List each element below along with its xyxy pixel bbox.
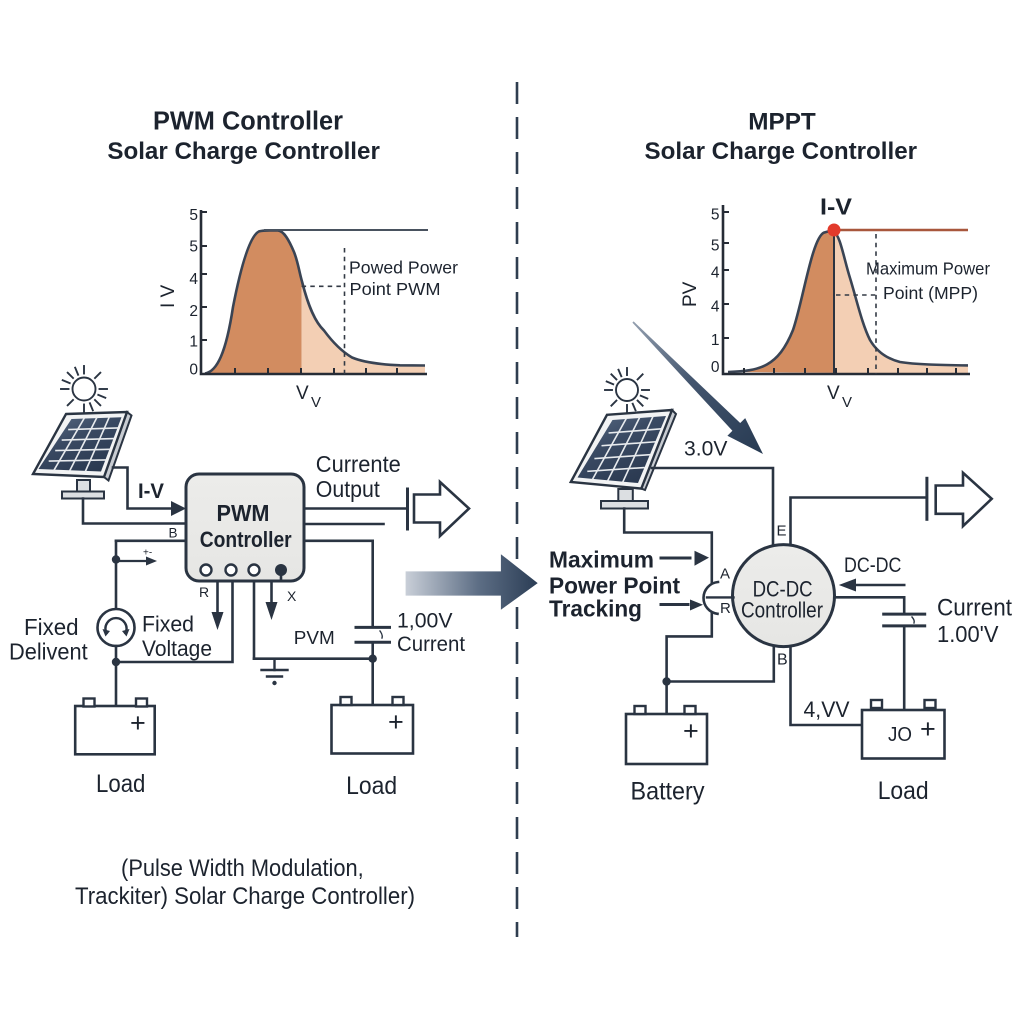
svg-text:Maximum Power: Maximum Power (866, 259, 990, 279)
svg-text:+: + (920, 714, 936, 744)
svg-text:V: V (842, 394, 852, 411)
svg-text:+: + (388, 707, 404, 737)
svg-text:Fixed: Fixed (24, 614, 79, 640)
svg-text:Current: Current (937, 595, 1012, 622)
svg-text:5: 5 (189, 207, 198, 224)
svg-text:Current: Current (397, 633, 465, 656)
svg-text:I-V: I-V (820, 194, 853, 220)
svg-text:Output: Output (316, 476, 381, 502)
svg-text:Trackiter) Solar Charge Contro: Trackiter) Solar Charge Controller) (75, 883, 415, 910)
svg-text:5: 5 (711, 238, 720, 255)
svg-text:Currente: Currente (316, 451, 401, 477)
svg-text:(Pulse Width Modulation,: (Pulse Width Modulation, (121, 855, 364, 882)
svg-text:PWM Controller: PWM Controller (153, 108, 343, 136)
svg-text:Fixed: Fixed (142, 612, 194, 637)
svg-text:PV: PV (680, 281, 701, 307)
svg-text:A: A (720, 566, 730, 583)
svg-text:+-: +- (143, 548, 152, 559)
svg-text:Load: Load (96, 770, 145, 798)
svg-text:4: 4 (189, 271, 198, 288)
svg-text:MPPT: MPPT (748, 109, 816, 136)
svg-text:4: 4 (711, 299, 720, 316)
svg-text:V: V (296, 383, 309, 404)
svg-text:3.0V: 3.0V (684, 437, 728, 461)
svg-text:0: 0 (711, 359, 720, 376)
svg-text:1,00V: 1,00V (397, 610, 453, 633)
svg-text:0: 0 (189, 361, 198, 378)
svg-text:Controller: Controller (200, 527, 292, 552)
svg-text:I-V: I-V (138, 480, 164, 503)
svg-text:Delivent: Delivent (9, 639, 88, 665)
svg-text:V: V (827, 383, 840, 404)
svg-text:X: X (287, 588, 297, 604)
svg-text:Load: Load (346, 772, 397, 800)
svg-text:5: 5 (711, 207, 720, 224)
svg-text:1.00'V: 1.00'V (937, 621, 999, 647)
svg-text:Tracking: Tracking (549, 596, 642, 622)
svg-text:JO: JO (888, 724, 912, 746)
svg-text:Power Point: Power Point (549, 573, 680, 599)
svg-text:+: + (683, 716, 699, 746)
svg-text:V: V (311, 394, 321, 411)
svg-text:B: B (777, 652, 788, 669)
svg-text:R: R (199, 584, 209, 600)
svg-text:DC-DC: DC-DC (753, 577, 813, 602)
svg-text:4,VV: 4,VV (804, 697, 850, 722)
svg-text:Powed Power: Powed Power (349, 258, 458, 278)
svg-text:Battery: Battery (631, 778, 705, 806)
svg-text:Point (MPP): Point (MPP) (883, 283, 978, 303)
svg-text:+: + (130, 708, 146, 738)
svg-text:Solar Charge Controller: Solar Charge Controller (645, 138, 918, 165)
svg-text:2: 2 (189, 303, 198, 320)
svg-text:Point PWM: Point PWM (350, 279, 441, 299)
svg-text:PWM: PWM (217, 500, 270, 526)
svg-text:I V: I V (158, 284, 179, 308)
svg-text:1: 1 (711, 332, 720, 349)
svg-text:Load: Load (878, 777, 929, 805)
svg-text:E: E (777, 523, 787, 540)
svg-text:Voltage: Voltage (142, 636, 212, 661)
svg-text:Solar Charge Controller: Solar Charge Controller (107, 138, 380, 165)
svg-text:R: R (720, 600, 731, 617)
svg-text:4: 4 (711, 265, 720, 282)
svg-text:5: 5 (189, 239, 198, 256)
svg-text:PVM: PVM (294, 627, 335, 648)
svg-text:DC-DC: DC-DC (844, 554, 901, 577)
svg-text:Controller: Controller (741, 598, 823, 623)
svg-text:Maximum: Maximum (549, 547, 654, 573)
svg-text:B: B (169, 526, 178, 541)
svg-text:1: 1 (189, 333, 198, 350)
